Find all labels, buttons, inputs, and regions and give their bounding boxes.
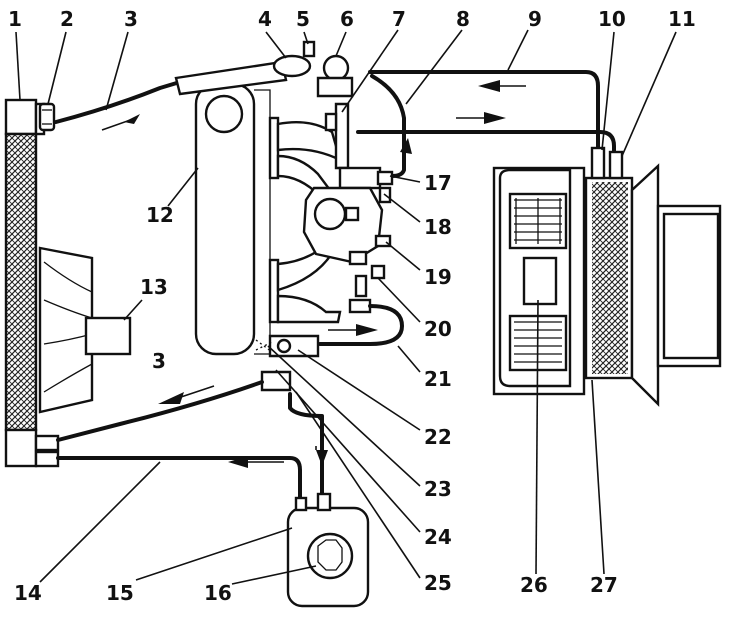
expansion-tank-cap (306, 532, 354, 580)
label-22: 22 (424, 425, 452, 449)
heater-return-hose (356, 130, 616, 160)
label-3-lower: 3 (152, 349, 166, 373)
heater-fan-housing (492, 166, 586, 396)
label-19: 19 (424, 265, 452, 289)
upper-hose (54, 80, 182, 124)
tank-supply-line (56, 456, 302, 500)
throttle-body (302, 166, 394, 314)
heater-air-duct (630, 163, 722, 407)
radiator-outlet-fittings (34, 434, 60, 468)
label-3: 3 (124, 7, 138, 31)
intake-manifold (268, 116, 342, 324)
label-12: 12 (146, 203, 174, 227)
label-7: 7 (392, 7, 406, 31)
tank-return-line (288, 392, 324, 498)
label-10: 10 (598, 7, 626, 31)
label-26: 26 (520, 573, 548, 597)
leader-lines (15, 29, 677, 585)
label-6: 6 (340, 7, 354, 31)
label-1: 1 (8, 7, 22, 31)
label-8: 8 (456, 7, 470, 31)
label-9: 9 (528, 7, 542, 31)
heater-supply-hose (368, 70, 600, 156)
radiator-cap (38, 102, 56, 132)
water-pump (255, 334, 320, 392)
label-15: 15 (106, 581, 134, 605)
label-21: 21 (424, 367, 452, 391)
label-13: 13 (140, 275, 168, 299)
label-25: 25 (424, 571, 452, 595)
label-16: 16 (204, 581, 232, 605)
label-18: 18 (424, 215, 452, 239)
label-17: 17 (424, 171, 452, 195)
label-5: 5 (296, 7, 310, 31)
fan (38, 246, 94, 414)
bypass-hose (370, 74, 406, 178)
throttle-heating-hose (318, 304, 404, 346)
label-24: 24 (424, 525, 452, 549)
label-23: 23 (424, 477, 452, 501)
label-2: 2 (60, 7, 74, 31)
lower-hose (56, 380, 264, 442)
thermostat-housing (174, 40, 354, 98)
heater-radiator (584, 146, 634, 380)
label-11: 11 (668, 7, 696, 31)
label-14: 14 (14, 581, 42, 605)
fan-motor (84, 316, 132, 356)
label-27: 27 (590, 573, 618, 597)
label-20: 20 (424, 317, 452, 341)
engine-block (194, 82, 271, 356)
label-4: 4 (258, 7, 272, 31)
callout-labels: 1 2 3 4 5 6 7 8 9 10 11 12 13 3 17 18 19… (8, 7, 696, 605)
radiator (4, 98, 46, 468)
